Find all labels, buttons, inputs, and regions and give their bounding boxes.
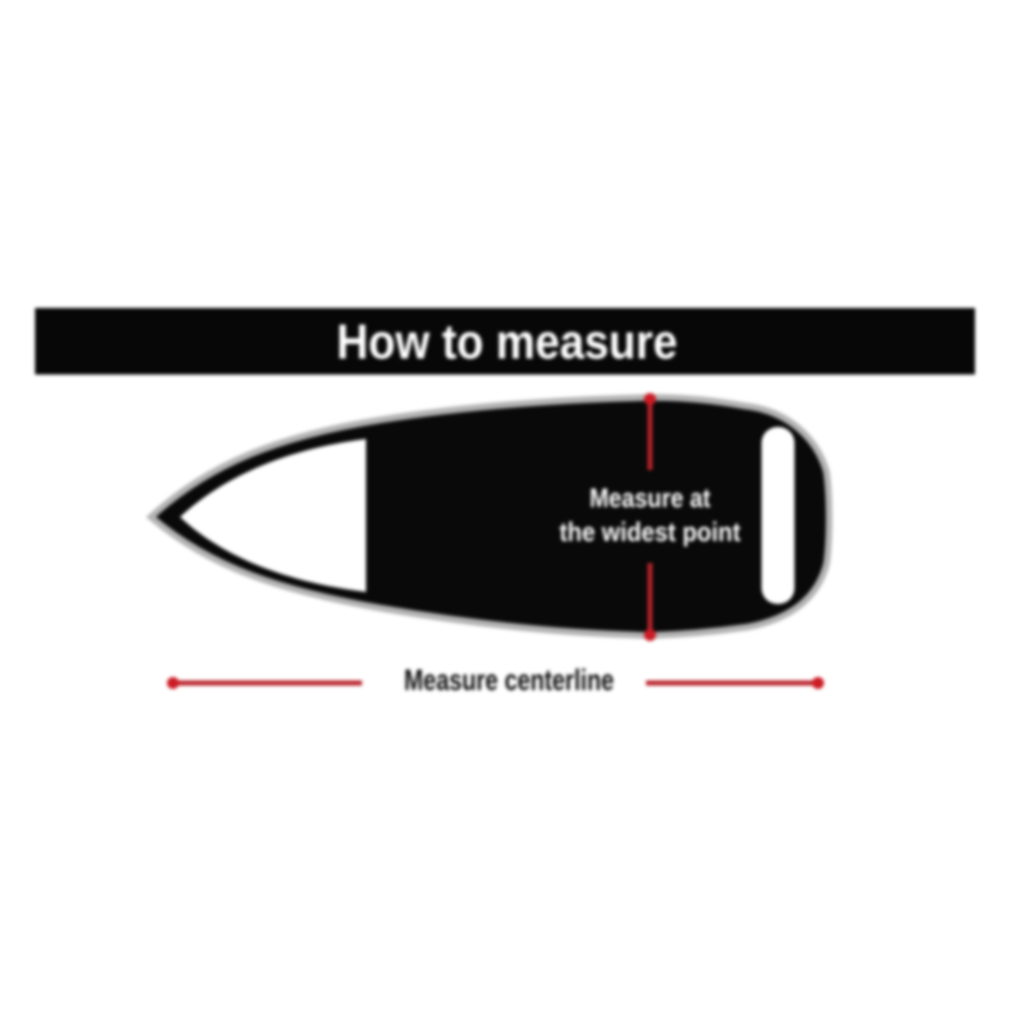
svg-text:the widest point: the widest point [560, 517, 741, 547]
svg-text:Measure centerline: Measure centerline [404, 664, 614, 697]
svg-text:How to measure: How to measure [337, 316, 678, 370]
svg-text:Measure at: Measure at [590, 483, 711, 513]
